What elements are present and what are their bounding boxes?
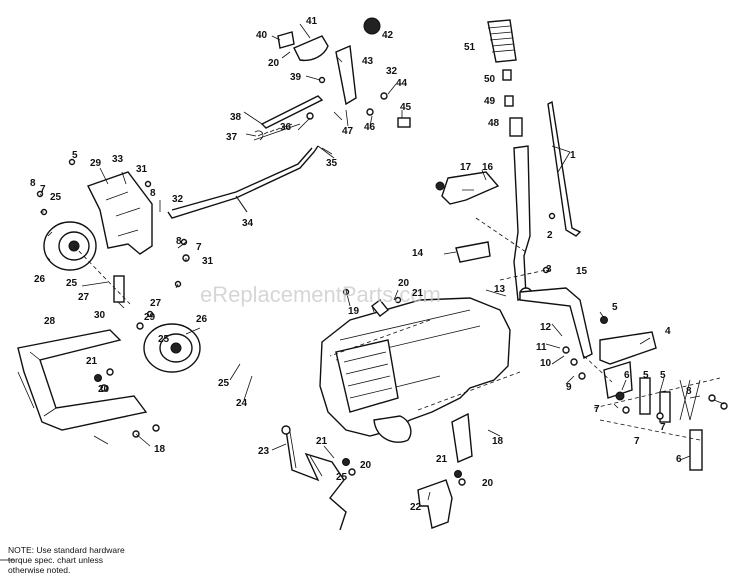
callout-35: 35 [326,158,338,169]
callout-16: 16 [482,162,494,173]
callout-7: 7 [594,404,600,415]
callout-47: 47 [342,126,354,137]
callout-20: 20 [268,58,280,69]
callout-45: 45 [400,102,412,113]
callout-5: 5 [612,302,618,313]
spring-and-bracket [281,425,466,531]
callout-31: 31 [136,164,148,175]
callout-39: 39 [290,72,302,83]
callout-26: 26 [196,314,208,325]
callout-12: 12 [540,322,552,333]
callout-11: 11 [536,342,547,353]
callout-9: 9 [566,382,572,393]
callout-44: 44 [396,78,408,89]
callout-7: 7 [634,436,640,447]
callout-25: 25 [158,334,170,345]
callout-8: 8 [150,188,156,199]
callout-5: 5 [660,370,666,381]
callout-27: 27 [78,292,90,303]
watermark: eReplacementParts.com [200,282,441,307]
callout-5: 5 [643,370,649,381]
callout-38: 38 [230,112,242,123]
tractor-housing [319,288,521,464]
left-bracket-assembly [36,158,201,373]
callout-20: 20 [360,460,372,471]
control-rod-assembly [167,17,411,219]
callout-49: 49 [484,96,496,107]
callout-8: 8 [30,178,36,189]
callout-32: 32 [172,194,184,205]
callout-43: 43 [362,56,374,67]
note-line: NOTE: Use standard hardware [8,545,125,555]
callout-34: 34 [242,218,254,229]
callout-1: 1 [570,150,576,161]
callout-2: 2 [547,230,553,241]
callout-7: 7 [660,422,666,433]
callout-21: 21 [86,356,98,367]
callout-31: 31 [202,256,214,267]
callout-13: 13 [494,284,506,295]
callout-4: 4 [665,326,671,337]
callout-48: 48 [488,118,500,129]
callout-27: 27 [150,298,162,309]
callout-28: 28 [44,316,56,327]
callout-15: 15 [576,266,588,277]
callout-42: 42 [382,30,394,41]
callout-21: 21 [436,454,448,465]
callout-17: 17 [460,162,472,173]
shield [17,329,160,438]
callout-30: 30 [94,310,106,321]
callout-8: 8 [176,236,182,247]
leader-lines [0,23,725,561]
callout-36: 36 [280,122,292,133]
callout-29: 29 [144,312,156,323]
callout-33: 33 [112,154,124,165]
callout-18: 18 [492,436,504,447]
callout-50: 50 [484,74,496,85]
callout-6: 6 [624,370,630,381]
callout-25: 25 [66,278,78,289]
callout-26: 26 [34,274,46,285]
callout-24: 24 [236,398,248,409]
callout-20: 20 [482,478,494,489]
callout-25: 25 [50,192,62,203]
note-line: torque spec. chart unless [8,555,103,565]
callout-6: 6 [676,454,682,465]
callout-29: 29 [90,158,102,169]
callout-21: 21 [412,288,424,299]
callout-40: 40 [256,30,268,41]
torque-note: NOTE: Use standard hardware torque spec.… [8,545,178,575]
shift-lever-assembly [435,19,728,471]
note-line: otherwise noted. [8,565,71,575]
callout-46: 46 [364,122,376,133]
callout-8: 8 [686,386,692,397]
callout-25: 25 [336,472,348,483]
callout-51: 51 [464,42,476,53]
callout-41: 41 [306,16,318,27]
callout-19: 19 [348,306,360,317]
callout-5: 5 [72,150,78,161]
callout-18: 18 [154,444,166,455]
callout-7: 7 [40,184,46,195]
callout-25: 25 [218,378,230,389]
callout-20: 20 [98,384,110,395]
callout-37: 37 [226,132,238,143]
callout-labels: 1 2 3 4 5 5 5 5 6 6 7 7 7 7 7 8 8 8 8 9 … [30,16,692,513]
callout-14: 14 [412,248,424,259]
callout-7: 7 [196,242,202,253]
callout-32: 32 [386,66,398,77]
callout-22: 22 [410,502,422,513]
callout-20: 20 [398,278,410,289]
callout-10: 10 [540,358,552,369]
callout-21: 21 [316,436,328,447]
callout-23: 23 [258,446,270,457]
callout-3: 3 [546,264,552,275]
